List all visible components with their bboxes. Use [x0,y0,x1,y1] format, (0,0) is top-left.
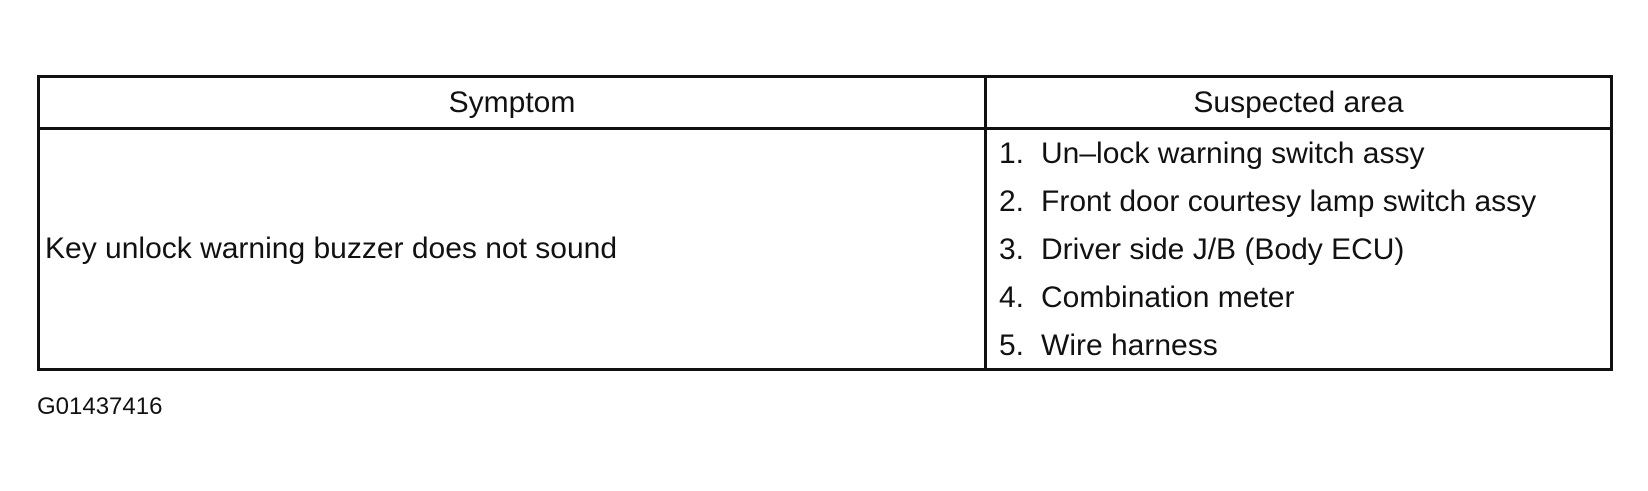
item-text: Driver side J/B (Body ECU) [1041,233,1405,266]
item-text: Wire harness [1041,329,1218,362]
figure-id: G01437416 [37,393,163,420]
symptom-text: Key unlock warning buzzer does not sound [45,232,618,265]
item-number: 4. [999,281,1025,314]
header-symptom: Symptom [448,86,576,119]
header-suspected-area: Suspected area [1193,86,1404,119]
symptom-table: Symptom Suspected area Key unlock warnin… [37,75,1613,371]
list-item: 4. Combination meter [987,274,1610,322]
suspected-area-list: 1. Un–lock warning switch assy 2. Front … [987,130,1610,368]
column-divider [984,78,987,368]
table-row: Key unlock warning buzzer does not sound… [40,130,1610,368]
item-text: Un–lock warning switch assy [1041,137,1425,170]
item-number: 3. [999,233,1025,266]
item-number: 1. [999,137,1025,170]
table-header-row: Symptom Suspected area [40,78,1610,130]
symptom-cell: Key unlock warning buzzer does not sound [40,130,984,368]
list-item: 5. Wire harness [987,322,1610,370]
list-item: 1. Un–lock warning switch assy [987,130,1610,178]
list-item: 3. Driver side J/B (Body ECU) [987,226,1610,274]
item-number: 5. [999,329,1025,362]
item-text: Combination meter [1041,281,1295,314]
item-number: 2. [999,185,1025,218]
item-text: Front door courtesy lamp switch assy [1041,185,1537,218]
list-item: 2. Front door courtesy lamp switch assy [987,178,1610,226]
